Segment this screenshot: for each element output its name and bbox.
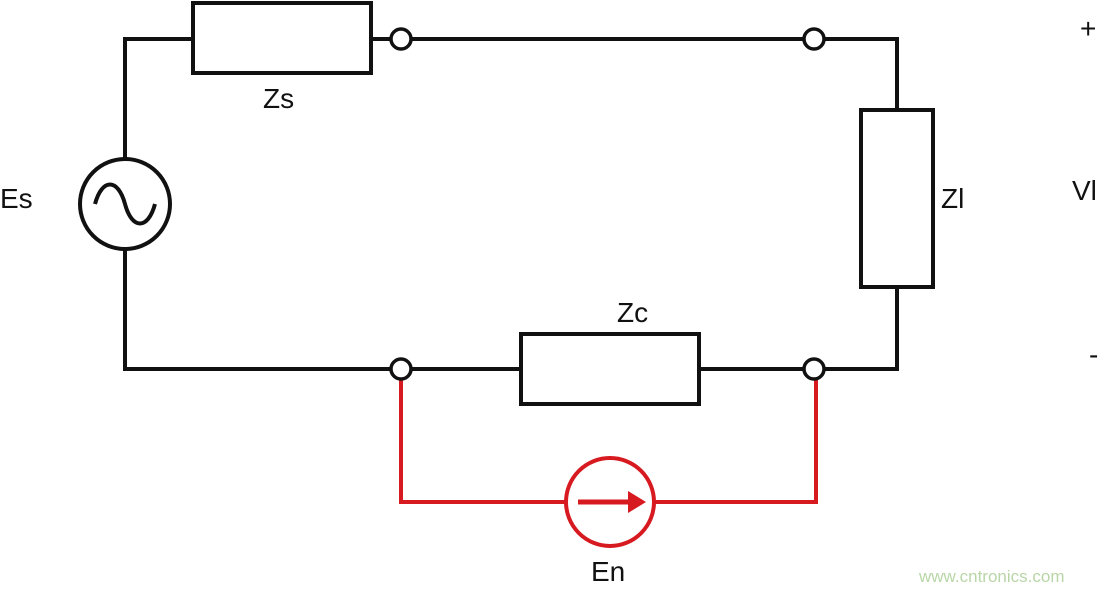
- label-vl: Vl: [1072, 175, 1097, 206]
- ac-voltage-source: [78, 157, 172, 251]
- wire-right-bottom: [822, 285, 899, 371]
- label-es: Es: [0, 183, 33, 214]
- sine-wave-icon: [93, 182, 157, 226]
- label-en: En: [591, 556, 625, 587]
- load-impedance-resistor: [859, 108, 935, 289]
- noise-wire-left: [399, 378, 568, 504]
- wire-left-bottom: [123, 247, 392, 371]
- source-impedance-resistor: [191, 1, 373, 75]
- label-zc: Zc: [617, 297, 648, 328]
- label-minus: -: [1089, 339, 1098, 370]
- terminal-top-left: [389, 27, 413, 51]
- terminal-bottom-right: [802, 357, 826, 381]
- wire-right-top: [822, 37, 899, 112]
- label-zl: Zl: [941, 183, 964, 214]
- terminal-top-right: [802, 27, 826, 51]
- common-impedance-resistor: [519, 332, 701, 406]
- noise-path: [399, 378, 818, 548]
- circuit-wiring: [123, 37, 899, 371]
- noise-wire-right: [652, 378, 818, 504]
- noise-arrow-head-icon: [628, 491, 646, 513]
- label-plus: +: [1080, 13, 1096, 44]
- watermark-text: www.cntronics.com: [918, 567, 1064, 586]
- wire-left-top: [123, 37, 195, 160]
- terminal-bottom-left: [389, 357, 413, 381]
- label-zs: Zs: [263, 83, 294, 114]
